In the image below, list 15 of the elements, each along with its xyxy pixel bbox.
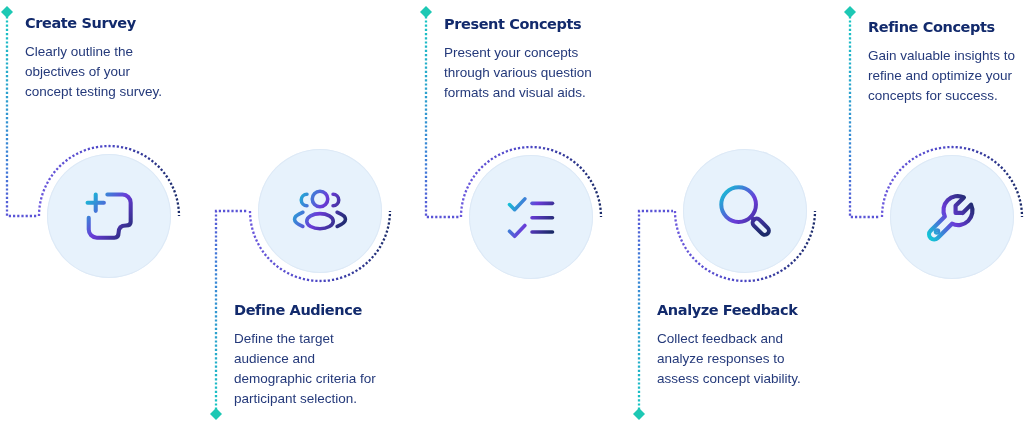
step-heading: Create Survey [25, 14, 136, 33]
step-description: Gain valuable insights to refine and optimize your concepts for success. [868, 47, 1017, 105]
step-description: Collect feedback and analyze responses to assess concept viability. [657, 330, 802, 388]
dotted-connector [420, 6, 459, 219]
step-heading: Analyze Feedback [657, 301, 798, 320]
dotted-connector [844, 6, 880, 219]
dotted-connector [633, 209, 673, 420]
dotted-connector [1, 6, 37, 218]
step-heading: Present Concepts [444, 15, 582, 34]
step-description: Present your concepts through various question formats and visual aids. [444, 44, 593, 102]
step-heading: Refine Concepts [868, 18, 995, 37]
step-description: Clearly outline the objectives of your concept testing survey. [25, 43, 164, 101]
step-heading: Define Audience [234, 301, 362, 320]
step-description: Define the target audience and demographic criteria for participant selection. [234, 330, 377, 408]
dotted-connector [210, 209, 248, 420]
